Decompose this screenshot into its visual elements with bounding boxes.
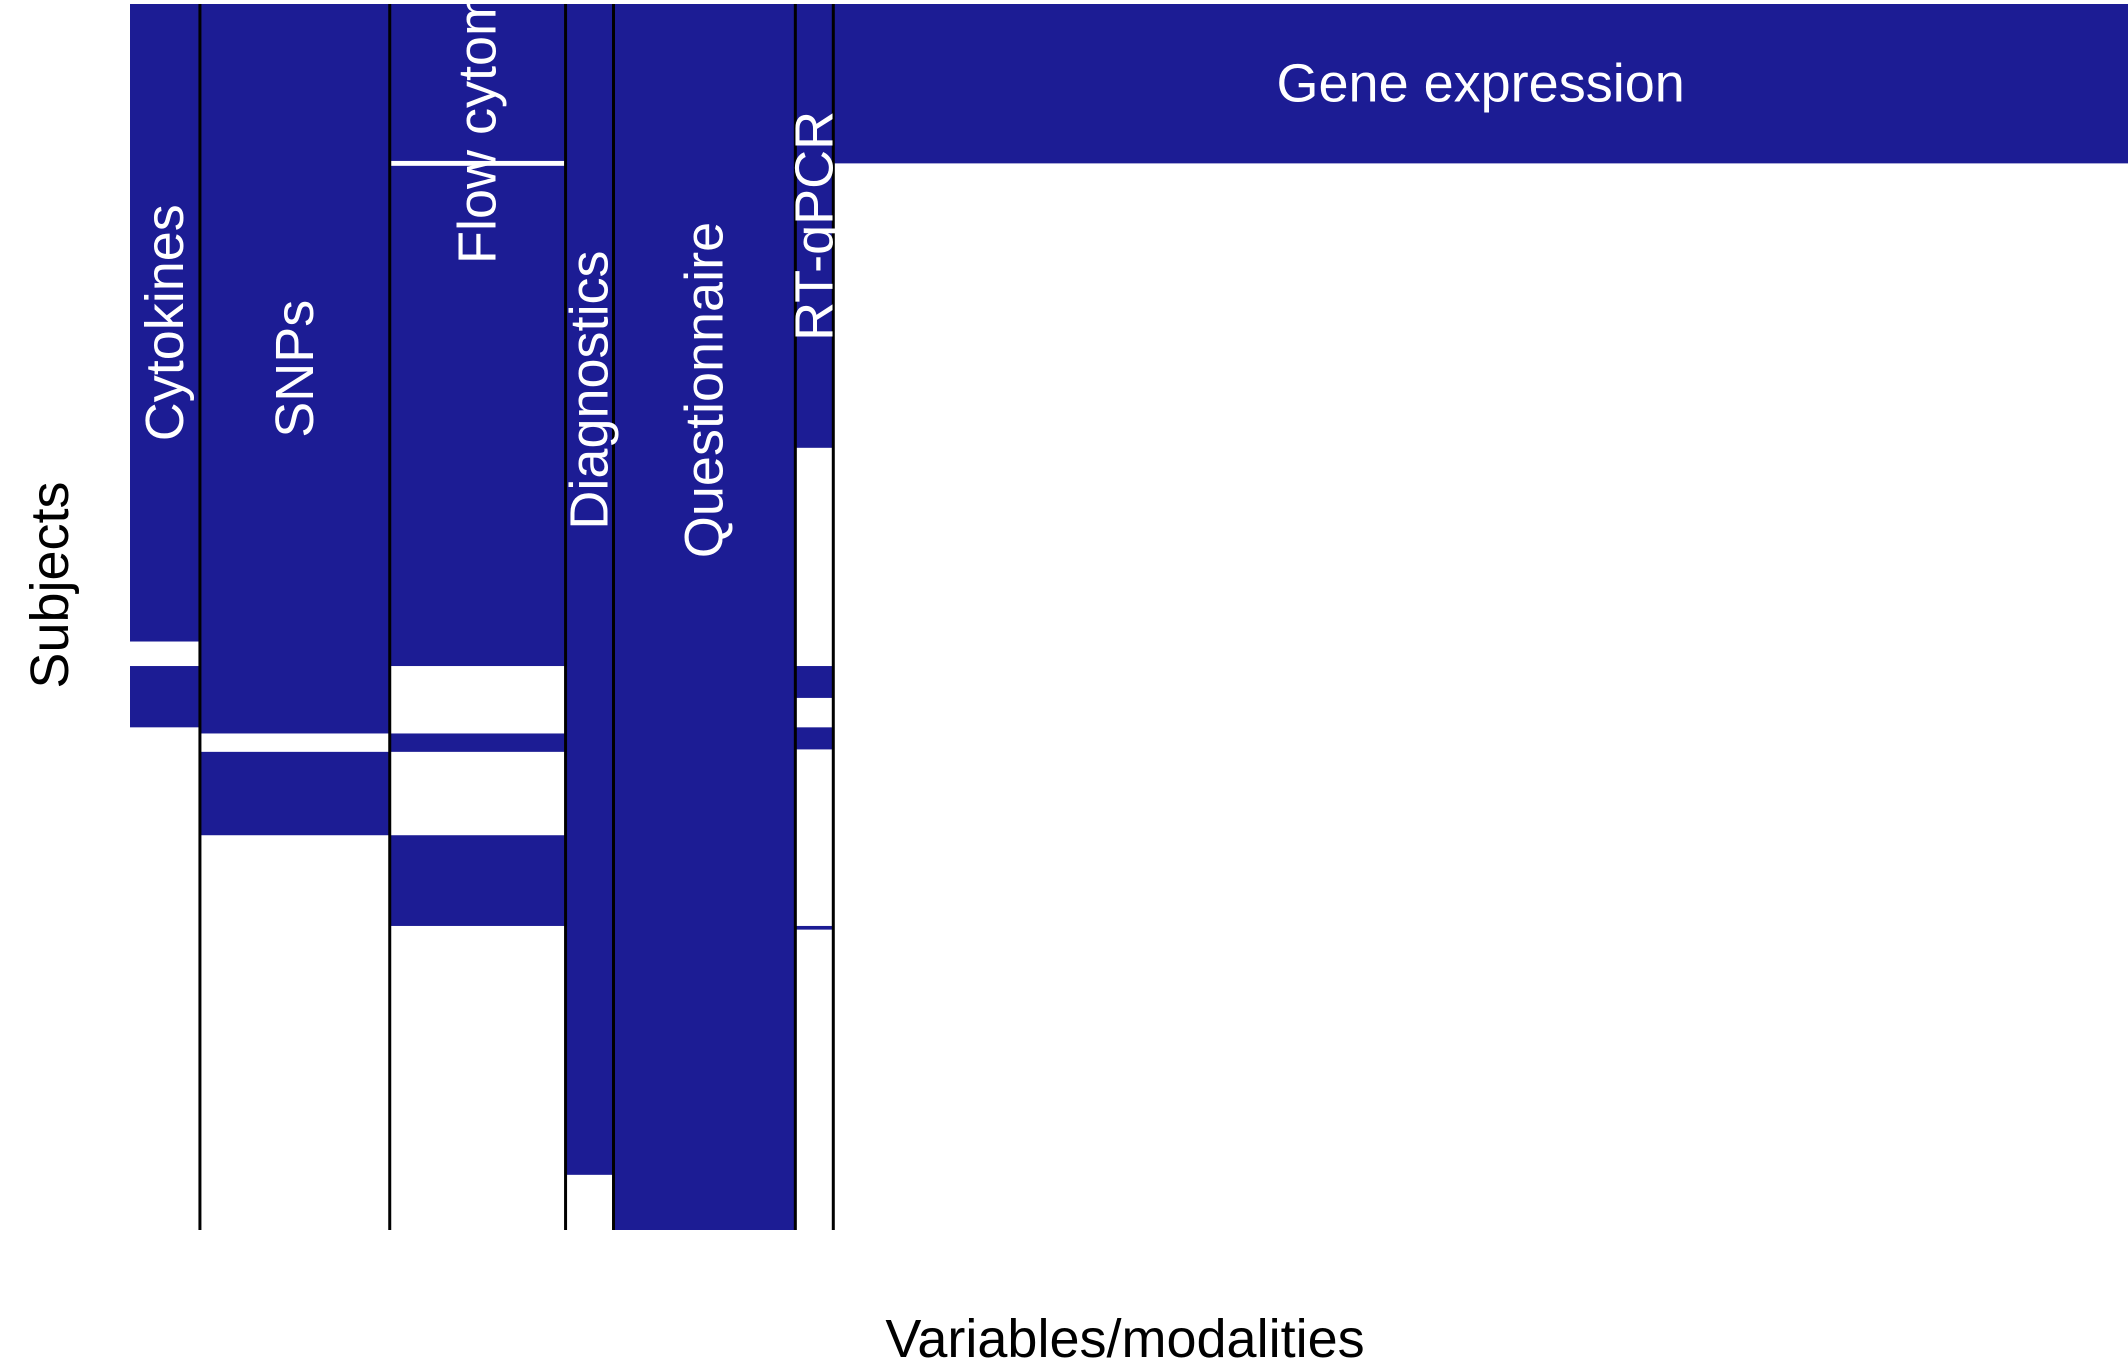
x-axis-title: Variables/modalities bbox=[885, 1309, 1365, 1369]
label-flow-cytometry: Flow cytometry bbox=[448, 0, 508, 264]
data-blocks bbox=[130, 4, 2128, 1230]
block-rt-qpcr-segment bbox=[795, 4, 834, 448]
block-rt-qpcr-segment bbox=[795, 925, 834, 930]
label-questionnaire: Questionnaire bbox=[674, 222, 734, 558]
block-flow-cytometry-segment bbox=[389, 4, 566, 161]
y-axis-title: Subjects bbox=[20, 481, 80, 689]
block-rt-qpcr-segment bbox=[795, 727, 834, 750]
block-cytokines-segment bbox=[130, 4, 200, 642]
block-snps-segment bbox=[199, 4, 390, 734]
block-gene-expression-segment bbox=[833, 4, 2128, 164]
label-diagnostics: Diagnostics bbox=[560, 250, 620, 529]
label-snps: SNPs bbox=[265, 300, 325, 438]
block-flow-cytometry-segment bbox=[389, 835, 566, 926]
block-diagnostics-segment bbox=[565, 4, 614, 1175]
block-rt-qpcr-segment bbox=[795, 666, 834, 698]
label-rt-qpcr: RT-qPCR bbox=[784, 111, 844, 341]
block-flow-cytometry-segment bbox=[389, 165, 566, 667]
label-cytokines: Cytokines bbox=[135, 204, 195, 441]
block-snps-segment bbox=[199, 751, 390, 836]
block-dividers bbox=[198, 4, 835, 1230]
label-gene-expression: Gene expression bbox=[1277, 54, 1685, 114]
block-questionnaire-segment bbox=[613, 4, 796, 1230]
block-flow-cytometry-segment bbox=[389, 733, 566, 752]
block-cytokines-segment bbox=[130, 666, 200, 728]
